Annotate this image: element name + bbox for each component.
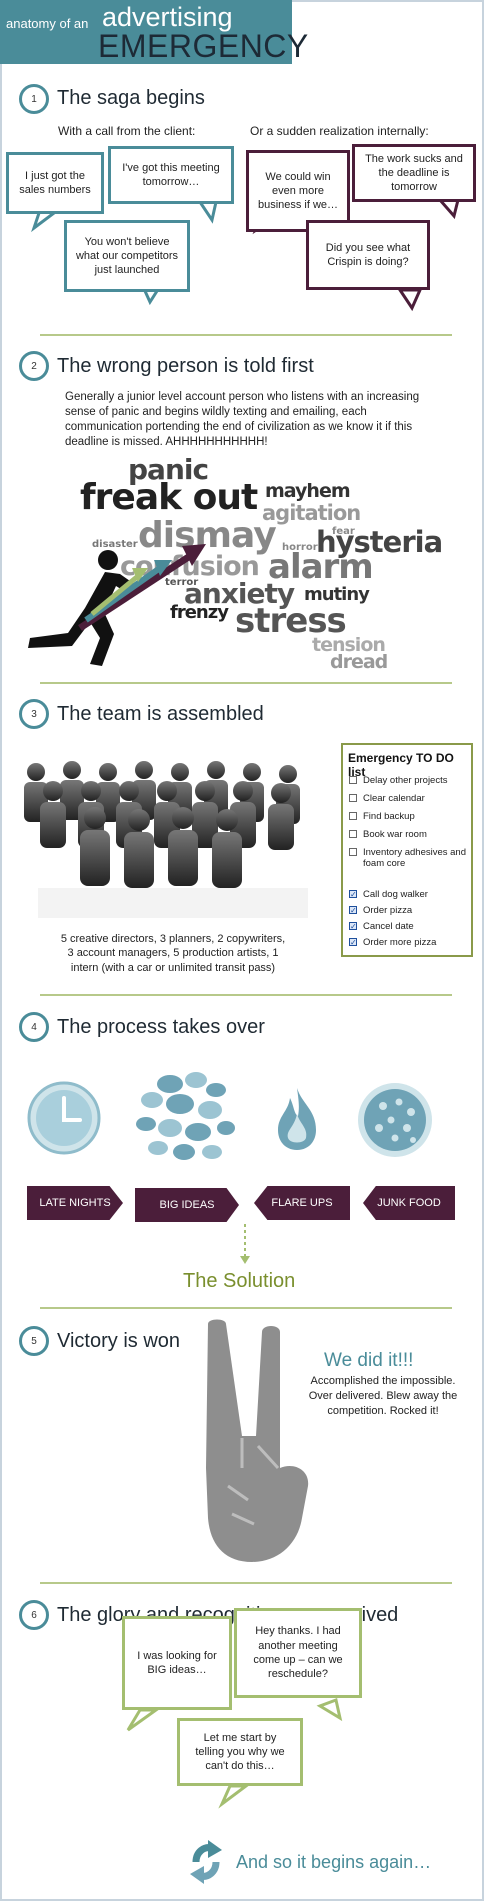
header-line2: EMERGENCY xyxy=(98,28,309,64)
bubble-crispin: Did you see what Crispin is doing? xyxy=(306,220,430,290)
section-title-2: The wrong person is told first xyxy=(57,355,314,377)
todo-item[interactable]: Find backup xyxy=(349,811,471,822)
step-number-5: 5 xyxy=(19,1326,49,1356)
dotted-arrow-down xyxy=(240,1224,250,1264)
word-tension: tension xyxy=(312,634,386,656)
tag-junk-food: JUNK FOOD xyxy=(363,1186,455,1220)
tag-flare-ups: FLARE UPS xyxy=(254,1186,350,1220)
bubble-cant-do-this: Let me start by telling you why we can't… xyxy=(177,1718,303,1786)
todo-item[interactable]: Inventory adhesives and foam core xyxy=(349,847,471,870)
word-stress: stress xyxy=(235,601,347,641)
checkbox-icon[interactable] xyxy=(349,830,357,838)
section-title-5: Victory is won xyxy=(57,1330,181,1352)
step-number-2: 2 xyxy=(19,351,49,381)
refresh-cycle-icon xyxy=(190,1840,222,1884)
todo-title: Emergency TO DO list xyxy=(348,751,454,779)
checkbox-checked-icon[interactable]: ✓ xyxy=(349,890,357,899)
word-terror: terror xyxy=(165,577,199,588)
header-line1: advertising xyxy=(102,2,233,32)
todo-item[interactable]: ✓Cancel date xyxy=(349,921,414,932)
todo-item[interactable]: ✓Order more pizza xyxy=(349,937,437,948)
section-title-3: The team is assembled xyxy=(57,703,264,725)
todo-item[interactable]: ✓Order pizza xyxy=(349,905,413,916)
divider-3 xyxy=(40,994,452,996)
word-fear: fear xyxy=(332,526,355,537)
word-agitation: agitation xyxy=(262,501,361,525)
word-hysteria: hysteria xyxy=(316,525,443,559)
checkbox-checked-icon[interactable]: ✓ xyxy=(349,922,357,931)
bubble-win-business: We could win even more business if we… xyxy=(246,150,350,232)
clock-icon xyxy=(27,1081,101,1155)
word-horror: horror xyxy=(282,542,318,553)
divider-4 xyxy=(40,1307,452,1309)
divider-2 xyxy=(40,682,452,684)
emergency-todo-list: Emergency TO DO list Delay other project… xyxy=(341,743,473,957)
bubble-sales-numbers: I just got the sales numbers xyxy=(6,152,104,214)
internal-subtitle: Or a sudden realization internally: xyxy=(250,124,429,138)
bubble-big-ideas: I was looking for BIG ideas… xyxy=(122,1616,232,1710)
word-freak-out: freak out xyxy=(80,477,258,518)
tag-big-ideas: BIG IDEAS xyxy=(135,1188,239,1222)
section-title-1: The saga begins xyxy=(57,87,205,109)
checkbox-icon[interactable] xyxy=(349,812,357,820)
divider-5 xyxy=(40,1582,452,1584)
pizza-icon xyxy=(358,1083,432,1157)
flame-icon xyxy=(278,1088,316,1150)
checkbox-icon[interactable] xyxy=(349,848,357,856)
checkbox-icon[interactable] xyxy=(349,776,357,784)
victory-headline: We did it!!! xyxy=(324,1350,414,1371)
bubble-reschedule: Hey thanks. I had another meeting come u… xyxy=(234,1608,362,1698)
todo-item[interactable]: Clear calendar xyxy=(349,793,471,804)
word-mayhem: mayhem xyxy=(265,480,351,502)
word-panic: panic xyxy=(128,453,209,486)
checkbox-checked-icon[interactable]: ✓ xyxy=(349,906,357,915)
section-title-4: The process takes over xyxy=(57,1016,265,1038)
running-figure-with-arrows xyxy=(28,544,206,666)
step-number-3: 3 xyxy=(19,699,49,729)
step-number-1: 1 xyxy=(19,84,49,114)
step-number-4: 4 xyxy=(19,1012,49,1042)
todo-item[interactable]: Delay other projects xyxy=(349,775,471,786)
bubble-competitors: You won't believe what our competitors j… xyxy=(64,220,190,292)
client-subtitle: With a call from the client: xyxy=(58,124,196,138)
word-dismay: dismay xyxy=(138,515,277,556)
header-small-text: anatomy of an xyxy=(6,16,89,31)
speech-bubble-tails-6 xyxy=(126,1697,343,1809)
peace-sign-hand-icon xyxy=(206,1319,309,1562)
begins-again-text: And so it begins again… xyxy=(236,1852,432,1872)
victory-text: Accomplished the impossible. Over delive… xyxy=(308,1375,458,1417)
bubble-work-sucks: The work sucks and the deadline is tomor… xyxy=(352,144,476,202)
team-caption: 5 creative directors, 3 planners, 2 copy… xyxy=(60,933,286,974)
tag-late-nights: LATE NIGHTS xyxy=(27,1186,123,1220)
team-crowd-illustration xyxy=(24,761,308,918)
word-dread: dread xyxy=(330,651,388,673)
word-anxiety: anxiety xyxy=(184,577,295,610)
checkbox-icon[interactable] xyxy=(349,794,357,802)
step-number-6: 6 xyxy=(19,1600,49,1630)
junior-person-text: Generally a junior level account person … xyxy=(65,391,420,448)
bubble-meeting-tomorrow: I've got this meeting tomorrow… xyxy=(108,146,234,204)
word-disaster: disaster xyxy=(92,539,138,550)
divider-1 xyxy=(40,334,452,336)
word-mutiny: mutiny xyxy=(304,584,370,605)
word-frenzy: frenzy xyxy=(170,602,229,623)
todo-item[interactable]: Book war room xyxy=(349,829,471,840)
speech-bubbles-cloud-icon xyxy=(136,1072,235,1160)
solution-label: The Solution xyxy=(183,1270,296,1292)
header-banner: anatomy of an advertising EMERGENCY xyxy=(0,0,308,64)
checkbox-checked-icon[interactable]: ✓ xyxy=(349,938,357,947)
word-alarm: alarm xyxy=(268,547,374,587)
todo-item[interactable]: ✓Call dog walker xyxy=(349,889,428,900)
